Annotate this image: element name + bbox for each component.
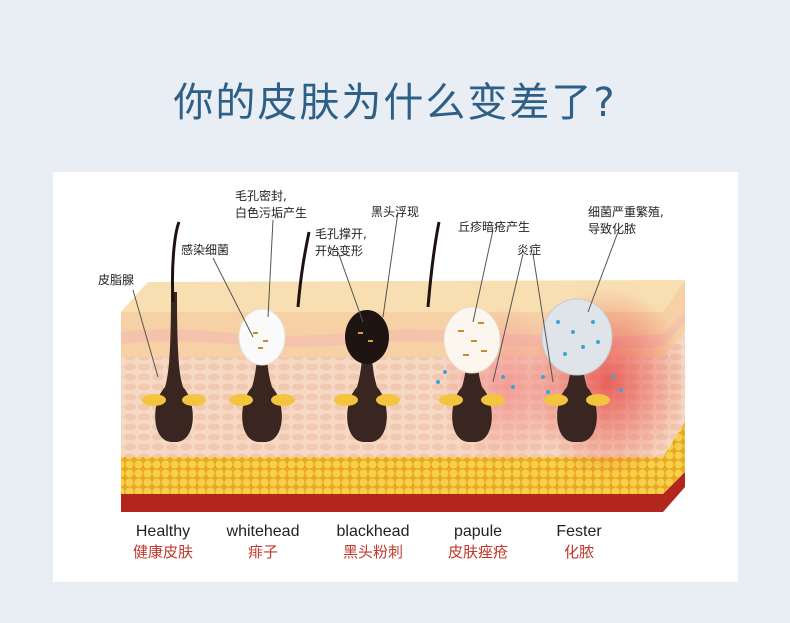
label-papule-appear: 丘疹暗疮产生 [458,219,530,235]
stage-zh-label: 痱子 [203,542,323,562]
stage-whitehead: whitehead 痱子 [203,522,323,562]
label-bacteria-1: 细菌严重繁殖, [588,204,664,220]
stage-fester: Fester 化脓 [519,522,639,562]
label-pore-sealed-2: 白色污垢产生 [235,205,307,221]
stage-zh-label: 化脓 [519,542,639,562]
stage-zh-label: 黑头粉刺 [313,542,433,562]
page-title: 你的皮肤为什么变差了? [0,70,790,128]
label-infection: 感染细菌 [181,242,229,258]
label-pore-open-1: 毛孔撑开, [315,226,367,242]
label-inflammation: 炎症 [517,242,541,258]
label-pore-open-2: 开始变形 [315,243,363,259]
stage-en-label: blackhead [313,522,433,542]
label-bacteria-2: 导致化脓 [588,221,636,237]
stage-en-label: Fester [519,522,639,542]
diagram-panel: 皮脂腺 感染细菌 毛孔密封, 白色污垢产生 毛孔撑开, 开始变形 黑头浮现 丘疹… [53,172,738,582]
stage-blackhead: blackhead 黑头粉刺 [313,522,433,562]
label-sebaceous-gland: 皮脂腺 [98,272,134,288]
label-pore-sealed-1: 毛孔密封, [235,188,287,204]
stage-en-label: whitehead [203,522,323,542]
label-blackhead-surface: 黑头浮现 [371,204,419,220]
